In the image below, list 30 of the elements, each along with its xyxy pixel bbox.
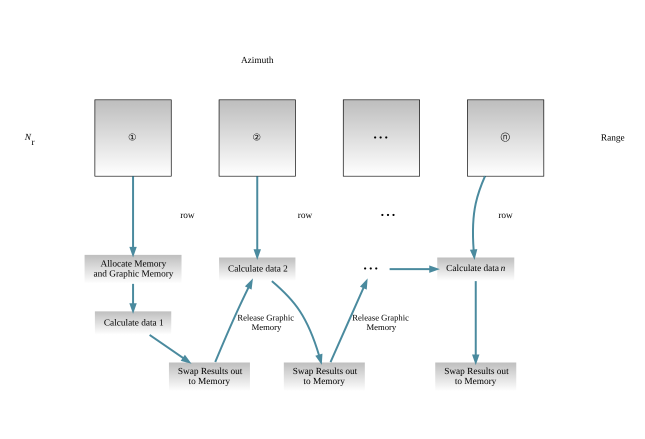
- node-box: Swap Results out to Memory: [434, 361, 517, 392]
- arrow: [129, 176, 137, 257]
- node-box: ②: [218, 98, 296, 176]
- node-box: ①: [94, 98, 172, 176]
- node-box: Calculate data 2: [218, 256, 296, 281]
- arrow: [214, 278, 253, 362]
- arrow: [390, 264, 440, 272]
- node-box: ⓝ: [467, 98, 544, 176]
- label: • • •: [380, 210, 396, 220]
- node-box: Swap Results out to Memory: [168, 361, 251, 392]
- node-text: • • •: [364, 264, 378, 274]
- label: row: [180, 210, 195, 220]
- label: Azimuth: [240, 56, 274, 66]
- label: row: [498, 210, 513, 220]
- arrow: [254, 176, 261, 260]
- node-box: Swap Results out to Memory: [283, 361, 366, 392]
- arrow: [129, 283, 137, 314]
- node-box: Allocate Memory and Graphic Memory: [84, 254, 182, 284]
- arrow: [271, 280, 322, 364]
- edge-label: Release Graphic Memory: [352, 312, 409, 332]
- arrow: [149, 334, 192, 364]
- node-box: • • •: [342, 98, 420, 176]
- edge-label: Release Graphic Memory: [237, 312, 294, 332]
- node-box: Calculate data n: [436, 256, 515, 281]
- arrow: [470, 175, 486, 260]
- label: Range: [600, 132, 625, 143]
- arrow: [330, 278, 368, 362]
- arrow: [472, 280, 480, 365]
- node-box: Calculate data 1: [94, 310, 172, 335]
- label: row: [298, 210, 312, 220]
